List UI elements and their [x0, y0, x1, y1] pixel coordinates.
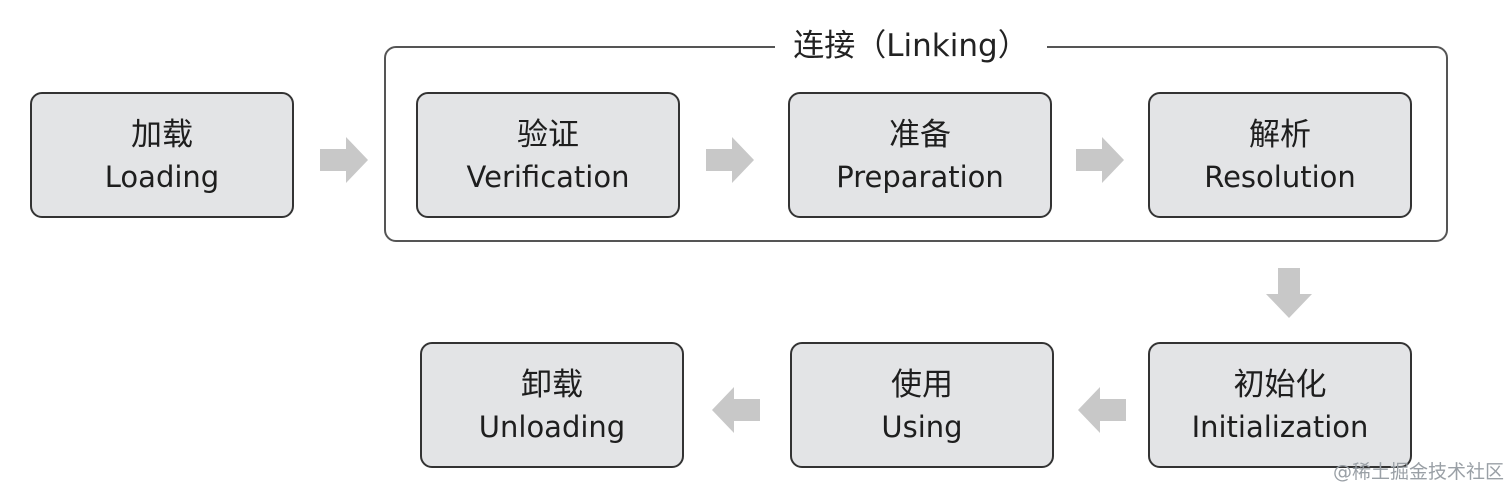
arrow-left-icon: [712, 387, 760, 433]
stage-loading: 加载 Loading: [30, 92, 294, 218]
stage-resolution-zh: 解析: [1249, 117, 1311, 153]
arrow-right-icon: [706, 137, 754, 183]
arrow-left-icon: [1078, 387, 1126, 433]
stage-preparation: 准备 Preparation: [788, 92, 1052, 218]
stage-using-zh: 使用: [891, 367, 953, 403]
stage-unloading-zh: 卸载: [521, 367, 583, 403]
stage-resolution-en: Resolution: [1204, 160, 1356, 194]
stage-verification: 验证 Verification: [416, 92, 680, 218]
stage-initialization-en: Initialization: [1191, 410, 1369, 444]
stage-loading-zh: 加载: [131, 117, 193, 153]
stage-verification-en: Verification: [466, 160, 630, 194]
stage-verification-zh: 验证: [517, 117, 579, 153]
arrow-right-icon: [320, 137, 368, 183]
stage-resolution: 解析 Resolution: [1148, 92, 1412, 218]
stage-unloading-en: Unloading: [478, 410, 626, 444]
stage-unloading: 卸载 Unloading: [420, 342, 684, 468]
stage-loading-en: Loading: [104, 160, 220, 194]
stage-preparation-zh: 准备: [889, 117, 951, 153]
arrow-right-icon: [1076, 137, 1124, 183]
stage-using-en: Using: [881, 410, 963, 444]
watermark: @稀土掘金技术社区: [1332, 461, 1504, 483]
arrow-down-icon: [1266, 268, 1312, 318]
linking-group-title: 连接（Linking）: [775, 24, 1047, 68]
stage-initialization-zh: 初始化: [1233, 367, 1327, 403]
stage-preparation-en: Preparation: [836, 160, 1004, 194]
stage-using: 使用 Using: [790, 342, 1054, 468]
stage-initialization: 初始化 Initialization: [1148, 342, 1412, 468]
